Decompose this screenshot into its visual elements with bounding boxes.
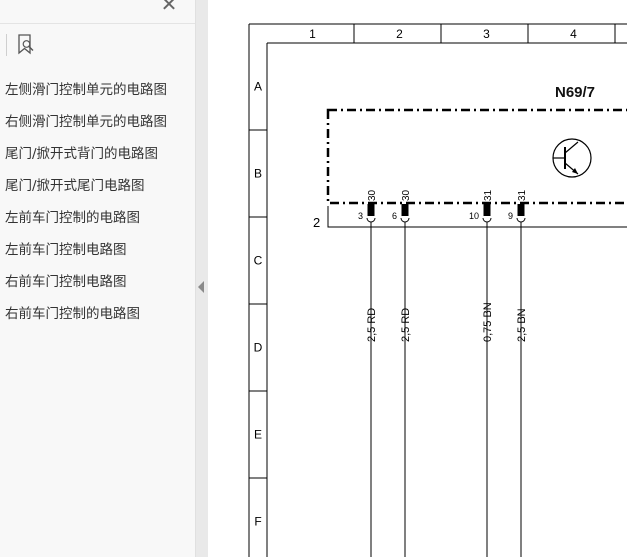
- pin-socket: [400, 217, 410, 223]
- pin-number: 10: [469, 211, 479, 221]
- pin-block: [367, 204, 375, 216]
- wire-label: 0,75 BN: [482, 302, 494, 342]
- terminal-label: 31: [483, 189, 494, 201]
- column-number: 2: [396, 27, 403, 41]
- pin-block: [401, 204, 409, 216]
- terminal-label: 30: [401, 189, 412, 201]
- pin-socket: [366, 217, 376, 223]
- wire-label: 2,5 RD: [400, 308, 412, 342]
- bookmark-add-icon: [18, 34, 34, 55]
- pin-number: 3: [358, 211, 363, 221]
- close-sidebar-button[interactable]: ✕: [160, 0, 178, 16]
- component-n69-7: N69/7 2: [313, 84, 627, 230]
- bookmark-item[interactable]: 左前车门控制的电路图: [5, 210, 140, 226]
- bookmark-item[interactable]: 左前车门控制电路图: [5, 242, 127, 258]
- pin-number: 9: [508, 211, 513, 221]
- terminal-label: 31: [517, 189, 528, 201]
- collapse-sidebar-arrow-icon[interactable]: [198, 281, 204, 293]
- row-letter: D: [254, 341, 263, 355]
- wire-label: 2,5 RD: [366, 308, 378, 342]
- pin-socket: [516, 217, 526, 223]
- toolbar-separator: [6, 34, 7, 56]
- row-letter: A: [254, 80, 262, 94]
- connector-bracket: [327, 206, 627, 228]
- terminal-label: 30: [367, 189, 378, 201]
- row-letter: F: [254, 515, 261, 529]
- row-letter: B: [254, 167, 262, 181]
- wire-label: 2,5 BN: [516, 308, 528, 342]
- sidebar-divider: [0, 23, 195, 24]
- add-bookmark-button[interactable]: [6, 32, 36, 58]
- bookmark-item[interactable]: 右前车门控制电路图: [5, 274, 127, 290]
- connector-pins: 30 3 2,5 RD 30 6 2,5 RD 31 10 0,75 BN 31 9 2,5 BN: [358, 189, 528, 557]
- row-letter: C: [254, 254, 263, 268]
- component-label: N69/7: [555, 84, 595, 101]
- drawing-frame: [248, 23, 627, 557]
- document-viewer: 1 2 3 4 A B C D E F N69/7 2 30 3 2,5 RD 30 6 2,5 RD 31…: [208, 0, 627, 557]
- bookmark-list: 左侧滑门控制单元的电路图右侧滑门控制单元的电路图尾门/掀开式背门的电路图尾门/掀…: [0, 76, 195, 332]
- component-boundary: [326, 108, 627, 205]
- pin-block: [483, 204, 491, 216]
- row-letter: E: [254, 428, 262, 442]
- bookmark-item[interactable]: 尾门/掀开式背门的电路图: [5, 146, 159, 162]
- column-number: 3: [483, 27, 490, 41]
- column-number: 1: [309, 27, 316, 41]
- circuit-diagram: 1 2 3 4 A B C D E F N69/7 2 30 3 2,5 RD 30 6 2,5 RD 31…: [248, 23, 627, 557]
- pin-socket: [482, 217, 492, 223]
- sidebar-splitter[interactable]: [196, 0, 208, 557]
- column-number: 4: [570, 27, 577, 41]
- row-letters: A B C D E F: [249, 80, 267, 529]
- bookmark-item[interactable]: 左侧滑门控制单元的电路图: [5, 82, 167, 98]
- column-numbers: 1 2 3 4: [309, 24, 616, 43]
- transistor-symbol-icon: [552, 138, 592, 178]
- pin-block: [517, 204, 525, 216]
- bookmark-item[interactable]: 尾门/掀开式尾门电路图: [5, 178, 145, 194]
- connector-label: 2: [313, 215, 320, 230]
- bookmark-item[interactable]: 右侧滑门控制单元的电路图: [5, 114, 167, 130]
- pin-number: 6: [392, 211, 397, 221]
- bookmark-item[interactable]: 右前车门控制的电路图: [5, 306, 140, 322]
- bookmark-sidebar: ✕ 左侧滑门控制单元的电路图右侧滑门控制单元的电路图尾门/掀开式背门的电路图尾门…: [0, 0, 196, 557]
